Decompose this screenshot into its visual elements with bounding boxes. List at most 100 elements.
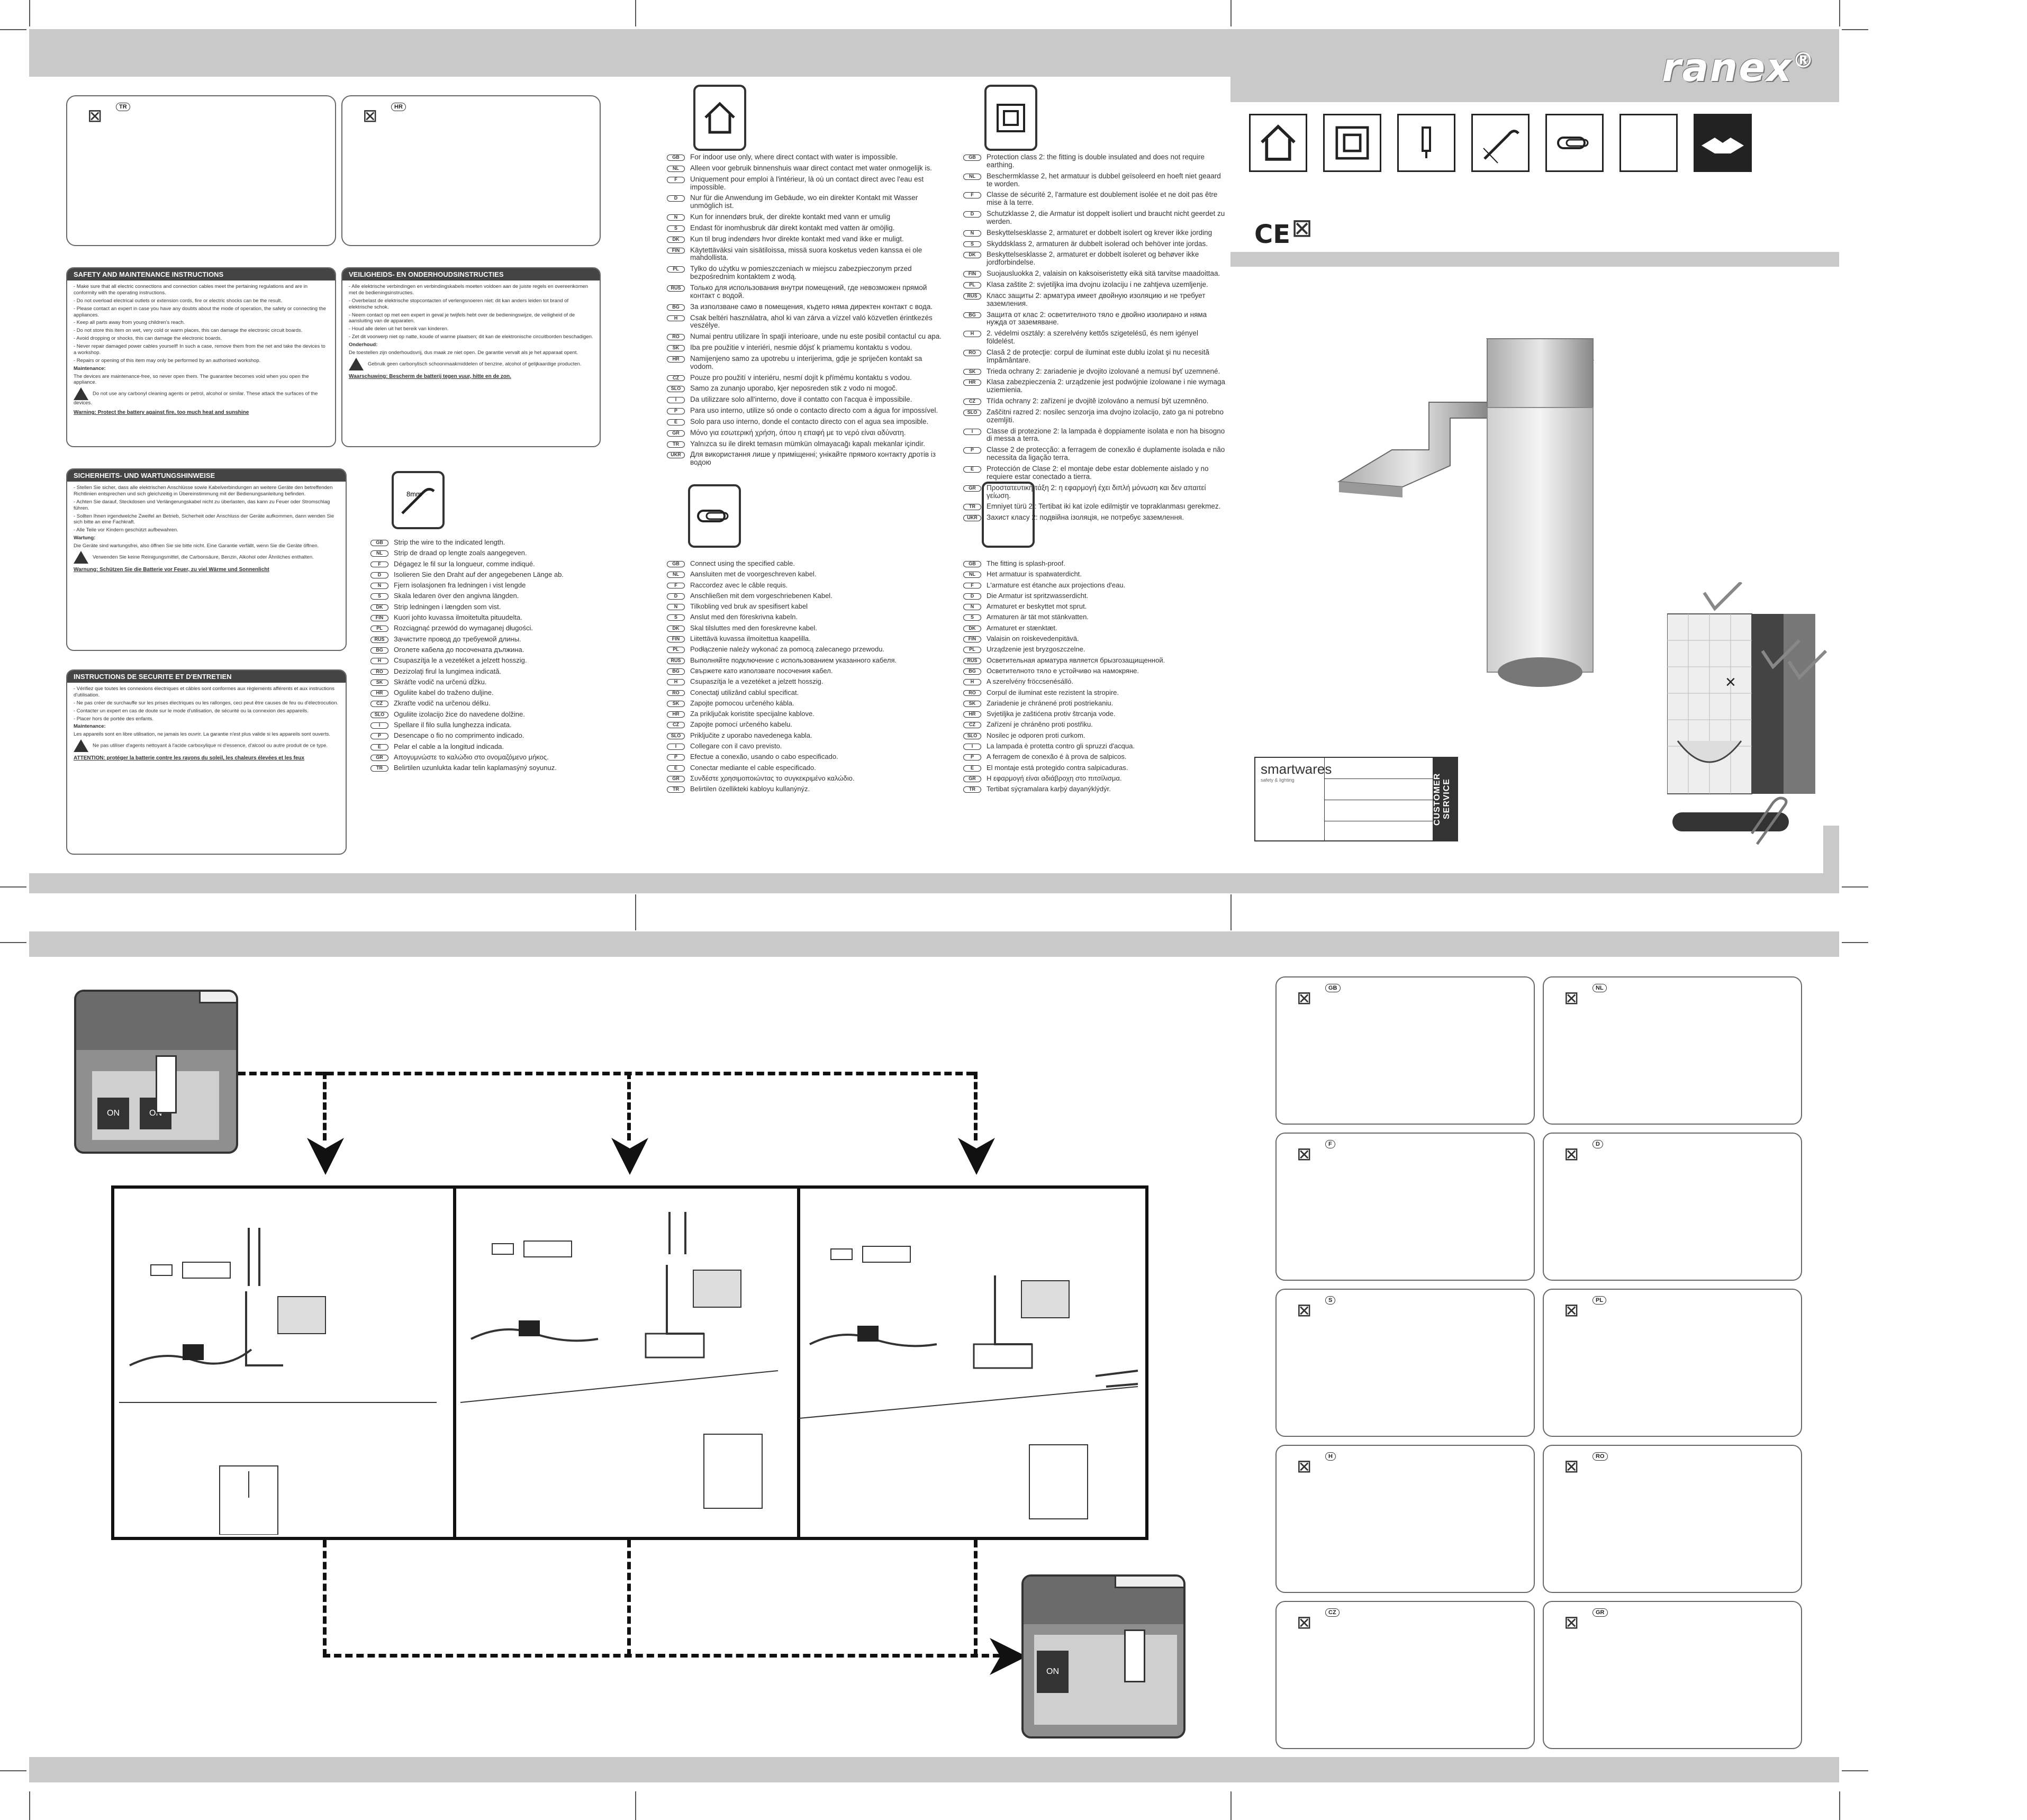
warning-triangle-icon bbox=[74, 387, 88, 401]
lang-code-badge: SLO bbox=[667, 386, 685, 393]
strip-wire-text: Pelar el cable a la longitud indicada. bbox=[394, 742, 504, 750]
blank-symbol-icon bbox=[982, 482, 1035, 548]
indoor-use-text: Kun for innendørs bruk, der direkte kont… bbox=[690, 213, 891, 221]
indoor-use-text: Solo para uso interno, donde el contacto… bbox=[690, 417, 929, 425]
recycle-box-gr: ⊠GR bbox=[1543, 1601, 1802, 1749]
lang-code-badge: F bbox=[370, 561, 388, 568]
protection-class-text: Třída ochrany 2: zařízení je dvojitě izo… bbox=[987, 397, 1209, 405]
indoor-use-text: Numai pentru utilizare în spaţii interio… bbox=[690, 332, 942, 341]
lang-code-badge: PL bbox=[667, 266, 685, 273]
crop-mark bbox=[1230, 894, 1232, 930]
safety-line: - Repairs or opening of this item may on… bbox=[74, 357, 261, 364]
strip-wire-text: Strip ledningen i længden som vist. bbox=[394, 602, 501, 611]
safety-caution: Gebruik geen carbonylisch schoonmaakmidd… bbox=[368, 361, 582, 367]
lang-code-badge: RUS bbox=[370, 636, 388, 643]
recycle-box-tr: ⊠ TR bbox=[66, 95, 336, 246]
weee-bin-icon: ⊠ bbox=[1564, 1613, 1579, 1633]
strip-wire-text: Dégagez le fil sur la longueur, comme in… bbox=[394, 559, 535, 568]
down-arrowhead-icon bbox=[958, 1138, 995, 1175]
strip-wire-text: Skráťte vodič na určenú dĺžku. bbox=[394, 677, 487, 686]
splash-proof-text: Het armatuur is spatwaterdicht. bbox=[987, 570, 1082, 578]
crop-mark bbox=[1842, 29, 1868, 30]
crop-mark bbox=[1839, 0, 1840, 26]
safety-line: - Alle elektrische verbindingen en verbi… bbox=[349, 284, 589, 296]
lang-code-badge: P bbox=[667, 408, 685, 414]
safety-block-d: SICHERHEITS- UND WARTUNGSHINWEISE - Stel… bbox=[66, 468, 347, 651]
registered-mark: ® bbox=[1793, 48, 1815, 73]
smartwares-logo-text: smartwares bbox=[1261, 761, 1332, 777]
safety-line: - Make sure that all electric connection… bbox=[74, 284, 308, 296]
protection-class-text: Захист класу 2: подвійна ізоляція, не по… bbox=[987, 513, 1184, 522]
lang-code-badge: RO bbox=[963, 349, 981, 356]
weee-bin-icon: ⊠ bbox=[1291, 214, 1313, 242]
safety-line: - Avoid dropping or shocks, this can dam… bbox=[74, 336, 222, 342]
protection-class-text: 2. védelmi osztály: a szerelvény kettős … bbox=[987, 329, 1198, 346]
lang-code-badge: RO bbox=[370, 668, 388, 675]
indoor-use-text: Yalnızca su ile direkt temasın mümkün ol… bbox=[690, 439, 925, 448]
lang-code-badge: PL bbox=[667, 647, 685, 654]
protection-class-text: Clasă 2 de protecţie: corpul de iluminat… bbox=[987, 348, 1209, 364]
lang-code-badge: H bbox=[963, 679, 981, 686]
splash-proof-text: Zariadenie je chránené proti postriekani… bbox=[987, 699, 1114, 707]
strip-wire-text: Oguliite izolacijo žice do navedene dolž… bbox=[394, 710, 525, 718]
lang-code-badge: F bbox=[667, 582, 685, 589]
connect-cable-text: Priključite z uporabo navedenega kabla. bbox=[690, 731, 812, 739]
strip-wire-row: SLO Oguliite izolacijo žice do navedene d… bbox=[370, 710, 630, 718]
safety-line: - Neem contact op met een expert in geva… bbox=[349, 312, 575, 324]
not-allowed-mark: × bbox=[1725, 672, 1736, 692]
recycle-box-ro: ⊠RO bbox=[1543, 1445, 1802, 1593]
protection-class-text: Klasa zaštite 2: svjetiljka ima dvojnu i… bbox=[987, 280, 1208, 288]
strip-wire-text: Rozciągnąć przewód do wymaganej długości… bbox=[394, 624, 533, 632]
lang-code-badge: S bbox=[963, 241, 981, 248]
protection-class-text: Classe de sécurité 2, l'armature est dou… bbox=[987, 191, 1218, 207]
recycle-box-nl: ⊠NL bbox=[1543, 976, 1802, 1125]
indoor-use-text: За използване само в помещения, където н… bbox=[690, 302, 933, 311]
lang-code-badge: CZ bbox=[963, 722, 981, 729]
strip-wire-text: Zkraťte vodič na určenou délku. bbox=[394, 699, 491, 708]
weee-bin-icon: ⊠ bbox=[1297, 1144, 1312, 1164]
strip-wire-text: Fjern isolasjonen fra ledningen i vist l… bbox=[394, 581, 526, 590]
weee-bin-icon: ⊠ bbox=[1297, 1300, 1312, 1320]
lang-code-badge: SLO bbox=[370, 711, 388, 718]
lang-badge: HR bbox=[391, 103, 406, 111]
splash-proof-text: The fitting is splash-proof. bbox=[987, 559, 1065, 567]
safety-block-gb: SAFETY AND MAINTENANCE INSTRUCTIONS - Ma… bbox=[66, 267, 336, 447]
bathroom-zone-diagram: × bbox=[1667, 582, 1827, 794]
safety-warning: ATTENTION: protéger la batterie contre l… bbox=[74, 755, 305, 762]
lang-code-badge: I bbox=[667, 744, 685, 750]
indoor-use-text: Namijenjeno samo za upotrebu u interijer… bbox=[690, 354, 922, 370]
protection-class-row: RO Clasă 2 de protecţie: corpul de ilumin… bbox=[963, 348, 1228, 365]
lang-badge: PL bbox=[1592, 1296, 1607, 1305]
protection-class-text: Protección de Clase 2: el montaje debe e… bbox=[987, 465, 1209, 481]
lang-code-badge: P bbox=[963, 447, 981, 454]
lang-code-badge: N bbox=[667, 214, 685, 221]
handshake-icon bbox=[1694, 114, 1752, 172]
crop-mark bbox=[0, 1770, 26, 1771]
dashed-connector bbox=[627, 1072, 631, 1140]
down-arrowhead-icon bbox=[611, 1138, 648, 1175]
install-step-1 bbox=[119, 1228, 437, 1535]
indoor-use-text: Uniquement pour emploi à l'intérieur, là… bbox=[690, 175, 924, 191]
connect-cable-text: Collegare con il cavo previsto. bbox=[690, 742, 782, 750]
protection-class-text: Beskyttelsesklasse 2, armaturet er dobbe… bbox=[987, 250, 1199, 267]
safety-line: - Do not store this item on wet, very co… bbox=[74, 328, 303, 334]
